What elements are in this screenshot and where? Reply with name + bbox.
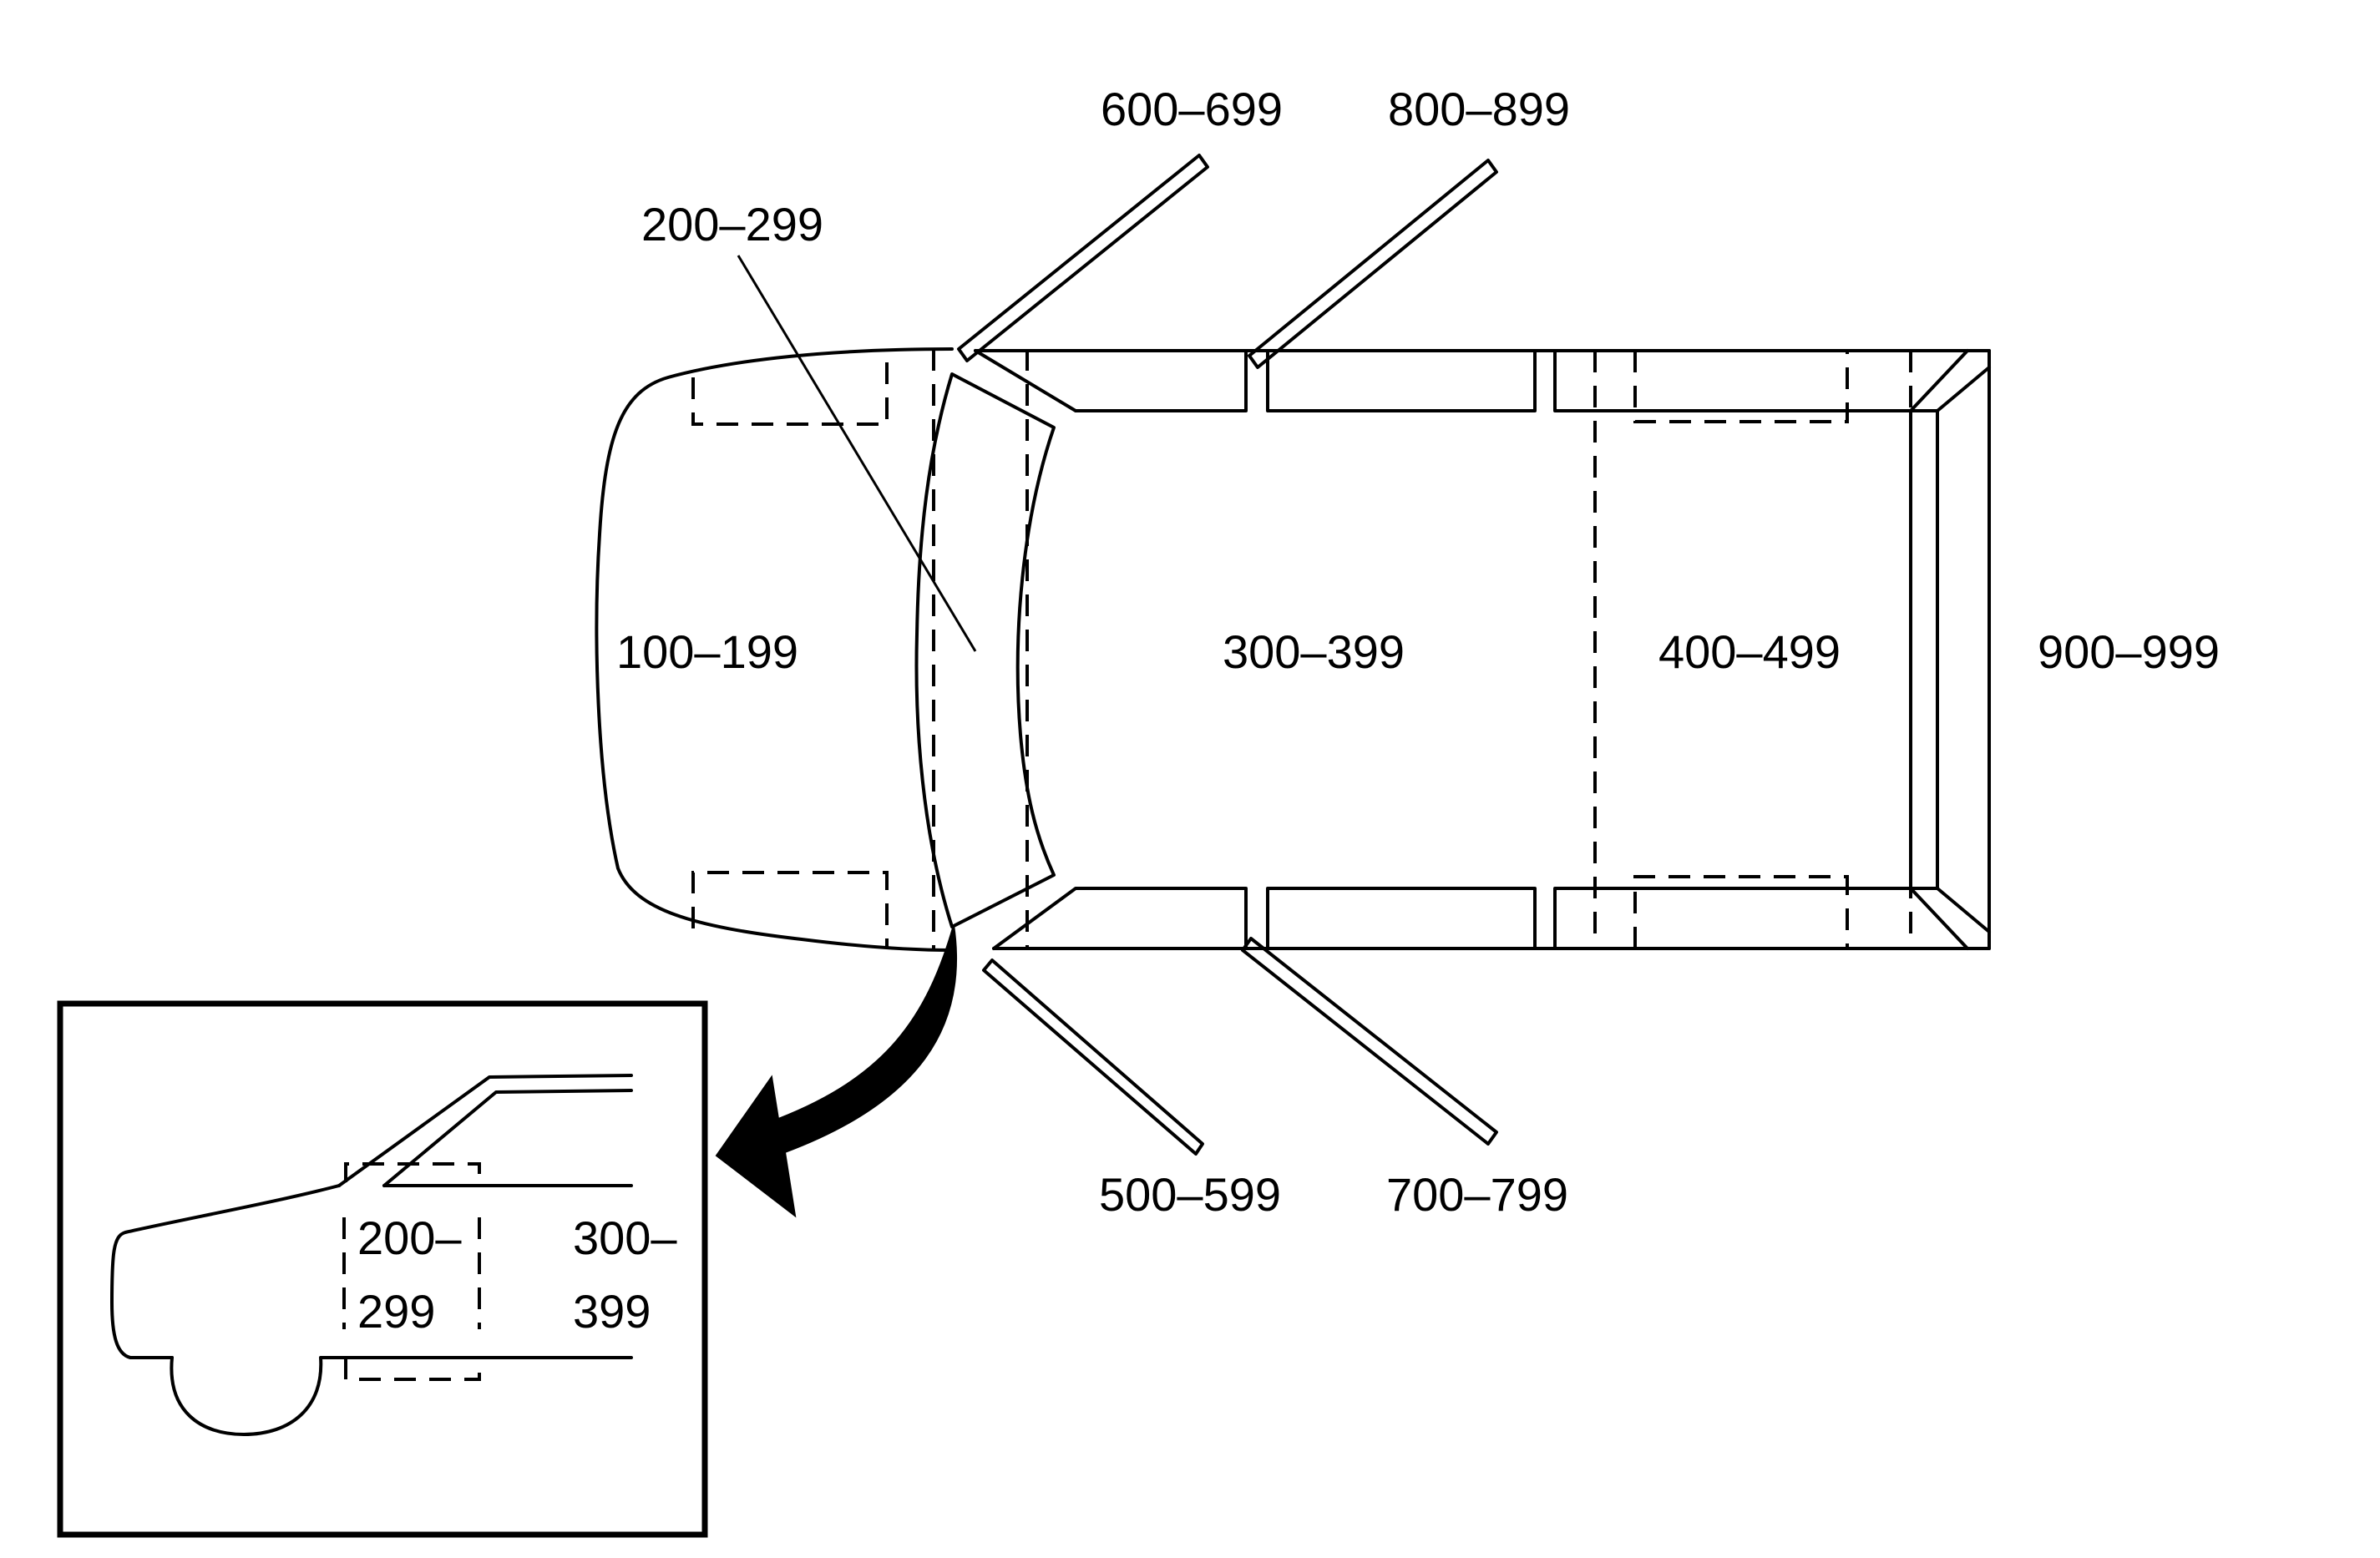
- door-pointers: [737, 154, 1498, 1156]
- zone-label-900: 900–999: [2038, 625, 2220, 678]
- inset-label-cowl-2: 299: [357, 1285, 435, 1338]
- inset-cowl-dash: [344, 1162, 481, 1381]
- rear-frame: [1909, 349, 1991, 950]
- top-rail-mid: [1266, 349, 1537, 412]
- top-rail-front: [974, 349, 1248, 412]
- bottom-rail-mid: [1266, 887, 1537, 950]
- inset-hood: [110, 1184, 341, 1359]
- inset-wheel-arch: [170, 1356, 633, 1436]
- bottom-rail-front: [992, 887, 1248, 950]
- inset-label-cabin-2: 399: [573, 1285, 651, 1338]
- zone-label-500: 500–599: [1099, 1168, 1281, 1221]
- curved-arrow-icon: [715, 924, 958, 1218]
- cowl-leader-line: [737, 255, 977, 652]
- vehicle-top-view: [595, 347, 1991, 952]
- door-500-pointer: [982, 959, 1204, 1156]
- bottom-rail-rear: [1553, 887, 1912, 950]
- front-dash-top: [691, 351, 889, 426]
- zone-label-700: 700–799: [1386, 1168, 1568, 1221]
- zone-label-800: 800–899: [1388, 83, 1570, 135]
- inset-label-cowl-1: 200–: [357, 1211, 462, 1264]
- rear-dash-vertical-2: [1633, 351, 1849, 423]
- front-outline: [595, 347, 954, 952]
- front-dash-bottom: [691, 871, 889, 948]
- zone-label-400: 400–499: [1658, 625, 1841, 678]
- inset-label-cabin-1: 300–: [573, 1211, 677, 1264]
- top-rail-rear: [1553, 349, 1912, 412]
- door-800-pointer: [1248, 159, 1498, 369]
- inset-roof: [337, 1074, 633, 1187]
- zone-label-300: 300–399: [1223, 625, 1405, 678]
- zone-label-600: 600–699: [1101, 83, 1283, 135]
- inset-frame: [57, 1000, 708, 1538]
- zone-label-100: 100–199: [616, 625, 798, 678]
- door-700-pointer: [1241, 937, 1498, 1146]
- inset-side-view: [57, 1000, 708, 1538]
- door-600-pointer: [957, 154, 1209, 362]
- rear-dash-vertical-3: [1633, 875, 1849, 948]
- zone-label-200: 200–299: [641, 198, 823, 250]
- windshield: [914, 372, 1056, 928]
